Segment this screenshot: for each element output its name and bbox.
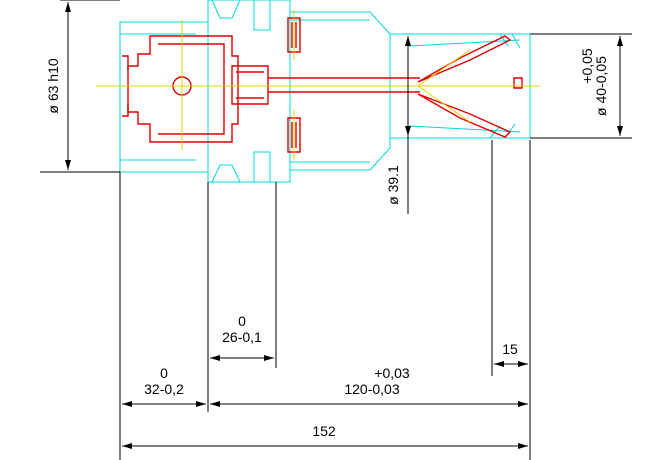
dimension-lines [40,0,632,460]
dim-dia-63: ø 63 h10 [45,58,61,113]
dim-len-26: 26-0,1 [222,329,262,345]
dim-len-120: 120-0,03 [344,381,399,397]
centerlines [96,10,540,160]
dim-len-15: 15 [502,341,518,357]
dim-dia-39: ø 39.1 [385,165,401,205]
dim-dia-40-tolerance: +0,05 [579,48,595,84]
dim-len-120-tolerance: +0,03 [374,365,410,381]
dim-dia-40: ø 40-0,05 [593,56,609,116]
dim-len-32-tolerance: 0 [160,365,168,381]
dim-len-152: 152 [312,423,336,439]
dim-len-26-tolerance: 0 [238,313,246,329]
dim-len-32: 32-0,2 [144,381,184,397]
